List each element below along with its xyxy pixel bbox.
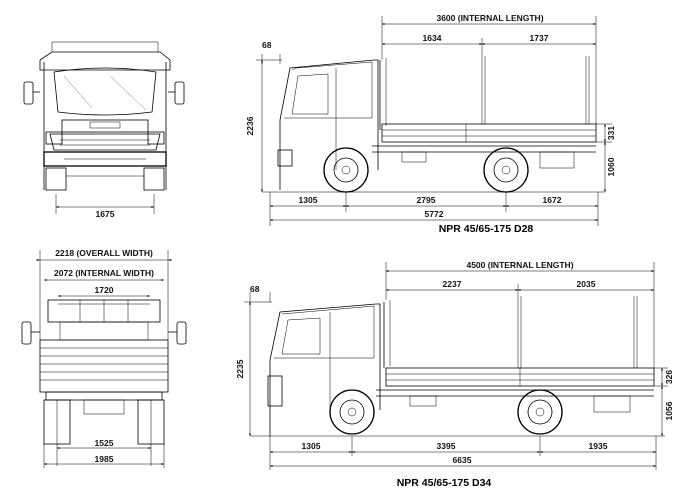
d34-side-height: 326	[664, 370, 674, 384]
side-view-d28-truck	[262, 56, 605, 193]
overall-width: 2218 (OVERALL WIDTH)	[55, 248, 153, 258]
d34-cab-offset: 68	[250, 284, 260, 294]
d34-seg1: 2237	[443, 279, 462, 289]
rear-view-truck	[21, 299, 187, 445]
d34-front-overhang: 1305	[302, 441, 321, 451]
d28-floor-height: 1060	[606, 157, 616, 176]
d34-internal-length: 4500 (INTERNAL LENGTH)	[466, 260, 573, 270]
d28-seg1: 1634	[423, 33, 442, 43]
d28-rear-overhang: 1672	[543, 195, 562, 205]
d28-wheelbase: 2795	[417, 195, 436, 205]
d28-height: 2236	[245, 116, 255, 135]
d28-cab-offset: 68	[262, 40, 272, 50]
front-track-dimension: 1675	[55, 194, 155, 219]
rear-view-dimensions: 2218 (OVERALL WIDTH) 2072 (INTERNAL WIDT…	[36, 248, 172, 468]
d34-model-caption: NPR 45/65-175 D34	[397, 477, 492, 489]
d34-wheelbase: 3395	[437, 441, 456, 451]
d34-overall-length: 6635	[453, 455, 472, 465]
d28-internal-length: 3600 (INTERNAL LENGTH)	[436, 13, 543, 23]
front-view-cab	[23, 41, 185, 191]
d34-height: 2235	[235, 359, 245, 378]
d34-floor-height: 1056	[664, 401, 674, 420]
d28-seg2: 1737	[530, 33, 549, 43]
rear-track: 1525	[95, 438, 114, 448]
front-track-label: 1675	[96, 209, 115, 219]
side-d28-dimensions: 68 2236 3600 (INTERNAL LENGTH) 1634 1737…	[245, 13, 616, 235]
frame-width: 1720	[95, 285, 114, 295]
d34-seg2: 2035	[577, 279, 596, 289]
side-d34-dimensions: 68 2235 4500 (INTERNAL LENGTH) 2237 2035…	[235, 260, 674, 489]
internal-width: 2072 (INTERNAL WIDTH)	[54, 268, 154, 278]
d28-model-caption: NPR 45/65-175 D28	[439, 223, 534, 235]
d28-side-height: 331	[606, 126, 616, 140]
tyre-width: 1985	[95, 454, 114, 464]
d28-overall-length: 5772	[425, 209, 444, 219]
d34-rear-overhang: 1935	[589, 441, 608, 451]
d28-front-overhang: 1305	[299, 195, 318, 205]
side-view-d34-truck	[250, 296, 665, 437]
